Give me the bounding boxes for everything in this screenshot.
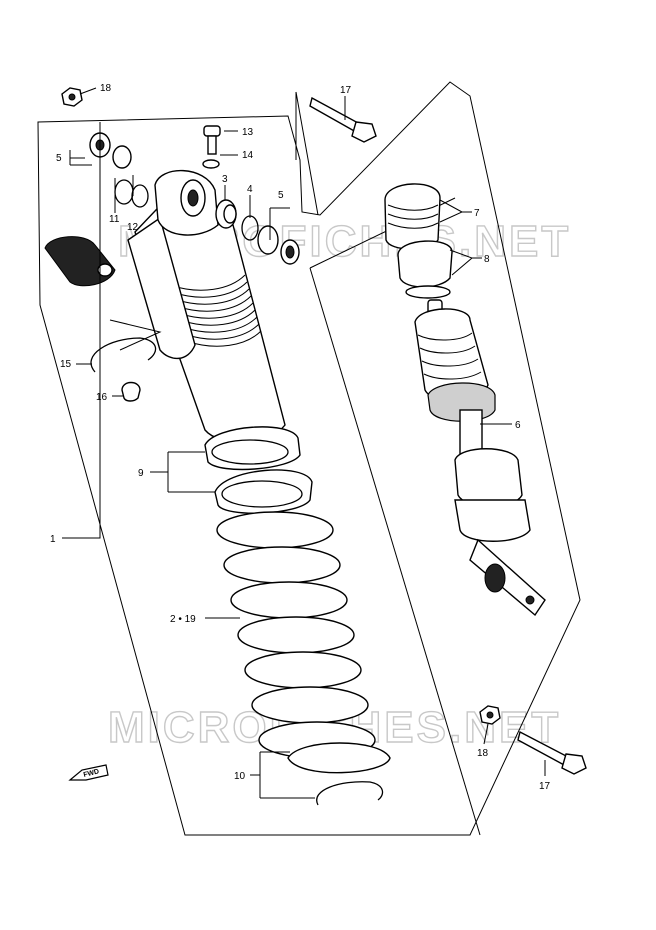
callout-2-19: 2 • 19 (170, 614, 196, 625)
cap-part-16 (121, 381, 141, 402)
callout-9: 9 (138, 468, 144, 479)
spring-guide-part-8 (397, 240, 453, 299)
callout-14: 14 (242, 150, 254, 161)
reservoir-cap (44, 236, 116, 287)
bushing-part-3 (215, 199, 237, 229)
washer-part-14 (202, 159, 220, 169)
assembly-outline-left (37, 81, 581, 836)
callout-8: 8 (484, 254, 490, 265)
callout-12: 12 (127, 222, 139, 233)
circlip-part-10 (316, 781, 384, 806)
nut-part-18-top (61, 87, 83, 107)
callout-5-right: 5 (278, 190, 284, 201)
callout-15: 15 (60, 359, 72, 370)
callout-18-bottom: 18 (477, 748, 489, 759)
forward-direction-icon: FWD (68, 764, 109, 781)
bolt-part-13 (203, 125, 221, 155)
callout-17-bottom: 17 (539, 781, 551, 792)
bolt-bracket-outline (295, 91, 319, 216)
damper-rod-part-6 (414, 299, 546, 617)
bump-stop-part-7 (384, 183, 441, 250)
adjuster-nut-part-9 (204, 426, 313, 514)
forward-direction-label: FWD (83, 768, 100, 779)
leader-lines (62, 87, 546, 799)
callout-7: 7 (474, 208, 480, 219)
seal-part-5-right (257, 225, 300, 265)
oring-part-12 (131, 184, 149, 208)
part-15-bracket (109, 319, 162, 351)
shock-body (127, 169, 286, 443)
callout-16: 16 (96, 392, 108, 403)
callout-18-top: 18 (100, 83, 112, 94)
callout-13: 13 (242, 127, 254, 138)
callout-3: 3 (222, 174, 228, 185)
spring-seat-part-10 (287, 742, 391, 774)
callout-10: 10 (234, 771, 246, 782)
callout-1: 1 (50, 534, 56, 545)
oring-part-11 (114, 179, 134, 205)
bolt-part-17-top (309, 96, 377, 143)
seal-part-5-left (89, 132, 132, 169)
bolt-part-17-bottom (517, 730, 587, 775)
callout-4: 4 (247, 184, 253, 195)
callout-6: 6 (515, 420, 521, 431)
circlip-part-15 (90, 337, 157, 373)
callout-5-left: 5 (56, 153, 62, 164)
callout-11: 11 (109, 214, 120, 225)
assembly-outline-inner-2 (309, 267, 481, 836)
nut-part-18-bottom (479, 705, 501, 725)
callout-17-top: 17 (340, 85, 352, 96)
